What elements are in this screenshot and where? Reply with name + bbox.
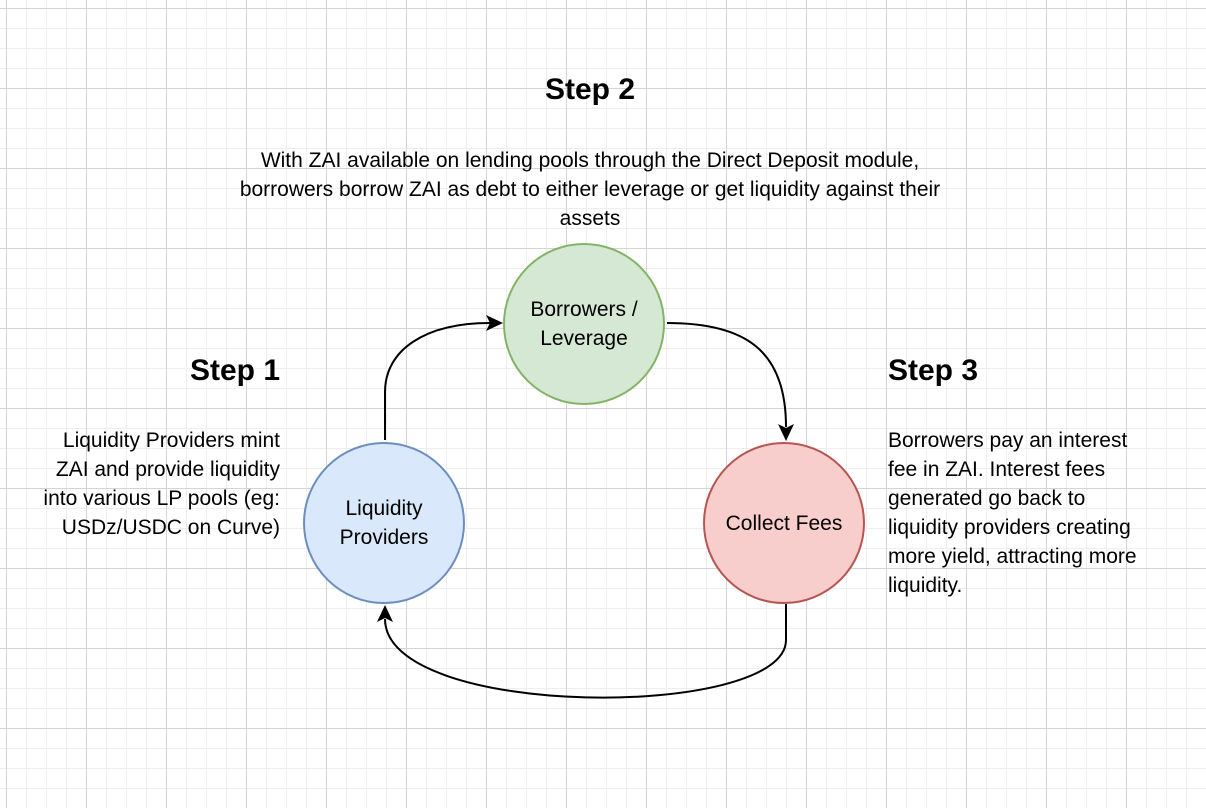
borrowers-leverage-node: Borrowers / Leverage — [503, 243, 665, 405]
arrowhead-fees-to-lp — [377, 605, 393, 622]
step-1-description: Liquidity Providers mint ZAI and provide… — [43, 429, 280, 539]
edge-fees-to-lp — [384, 604, 787, 699]
step-2-description: With ZAI available on lending pools thro… — [239, 149, 941, 230]
step-2-title: Step 2 — [544, 73, 636, 106]
step-1-title: Step 1 — [189, 354, 280, 387]
collect-fees-node: Collect Fees — [703, 442, 865, 604]
edge-borrowers-to-fees — [666, 322, 787, 428]
arrowhead-borrowers-to-fees — [778, 424, 794, 441]
edge-lp-to-borrowers — [384, 322, 491, 440]
borrowers-node-label: Borrowers / Leverage — [530, 298, 638, 350]
lp-node-label: Liquidity Providers — [339, 497, 429, 549]
step-3-title: Step 3 — [888, 354, 979, 387]
step-3-description: Borrowers pay an interest fee in ZAI. In… — [888, 429, 1137, 597]
liquidity-providers-node: Liquidity Providers — [303, 442, 465, 604]
arrowhead-lp-to-borrowers — [486, 315, 503, 331]
fees-node-label: Collect Fees — [725, 511, 843, 535]
